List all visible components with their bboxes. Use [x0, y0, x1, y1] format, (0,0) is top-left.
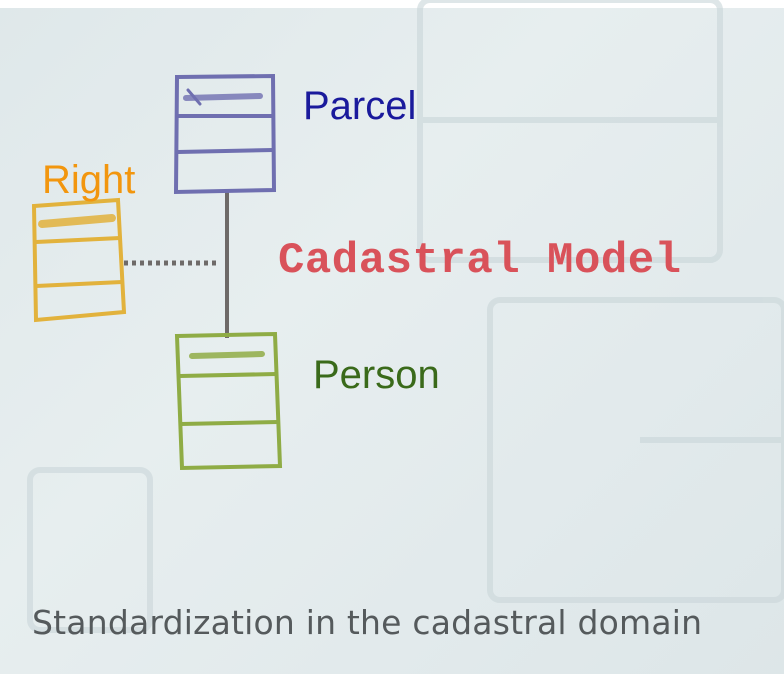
diagram-title: Cadastral Model [278, 236, 682, 286]
right-label: Right [42, 158, 136, 202]
top-border [0, 0, 784, 8]
person-class-box [174, 331, 283, 471]
parcel-class-box [173, 73, 277, 195]
right-class-box [31, 197, 127, 323]
parcel-label: Parcel [303, 84, 417, 128]
person-label: Person [313, 353, 440, 397]
bottom-border [0, 674, 784, 682]
slide-caption: Standardization in the cadastral domain [32, 603, 703, 642]
